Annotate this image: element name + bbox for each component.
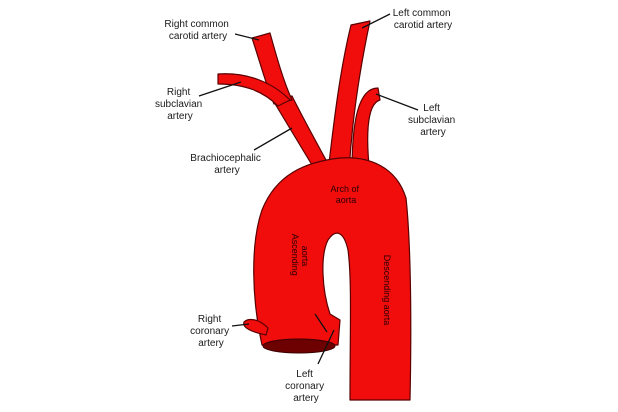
descending-aorta-label: Descending aorta xyxy=(382,255,392,326)
aortic-root-opening xyxy=(262,338,336,354)
brachiocephalic-artery-shape xyxy=(273,95,327,166)
right-subclavian-label: Right subclavian artery xyxy=(155,87,205,122)
right-subclavian-leader xyxy=(198,81,242,97)
left-common-carotid-label: Left common carotid artery xyxy=(393,8,454,31)
right-coronary-shape xyxy=(243,318,269,336)
brachiocephalic-leader xyxy=(253,127,293,151)
right-coronary-leader xyxy=(231,323,250,327)
left-subclavian-leader xyxy=(375,93,419,111)
right-common-carotid-label: Right common carotid artery xyxy=(164,19,231,42)
left-common-carotid-leader xyxy=(361,13,391,29)
left-coronary-leader xyxy=(317,329,335,365)
right-subclavian-shape xyxy=(217,73,291,107)
left-common-carotid-shape xyxy=(327,20,371,173)
right-coronary-label: Right coronary artery xyxy=(190,314,232,349)
left-coronary-label: Left coronary artery xyxy=(285,369,327,404)
right-common-carotid-leader xyxy=(234,33,260,41)
arch-of-aorta-label: Arch of aorta xyxy=(330,184,361,205)
left-coronary-vessel-mark xyxy=(314,313,328,333)
left-subclavian-shape xyxy=(351,87,381,176)
brachiocephalic-label: Brachiocephalic artery xyxy=(190,153,263,176)
ascending-aorta-label: Ascending aorta xyxy=(290,234,310,279)
left-subclavian-label: Left subclavian artery xyxy=(408,103,458,138)
